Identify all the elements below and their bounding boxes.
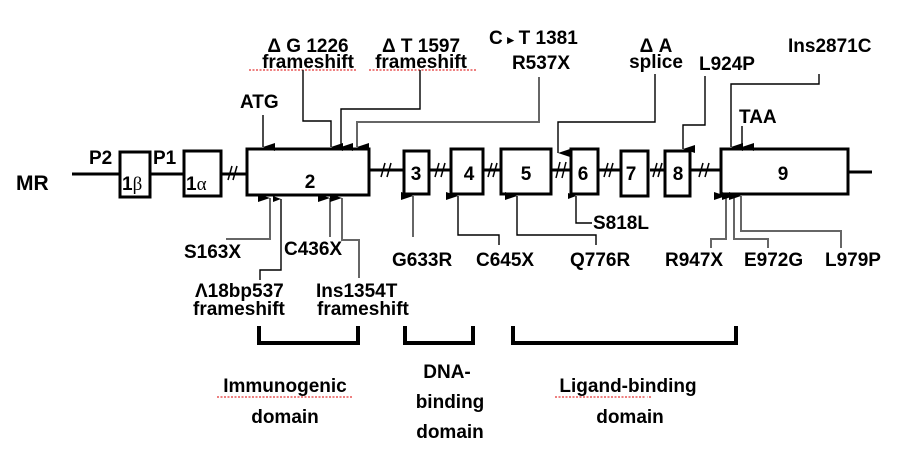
exon-7: 7: [619, 149, 650, 198]
exon-4-label: 4: [464, 164, 475, 185]
immunogenic-domain-label: Immunogenic domain: [217, 376, 353, 428]
mutation-r947x-arrow: [710, 192, 727, 248]
beta-symbol: β: [133, 174, 143, 195]
exon-1a: 1α: [182, 149, 223, 198]
mutation-del18bp-arrow: [259, 196, 282, 280]
mutation-r537x-arrow: [356, 77, 540, 151]
mutation-e972g-arrow: [722, 192, 769, 248]
exon-8: 8: [663, 149, 692, 198]
mutation-l924p-arrow: [682, 76, 706, 153]
mutation-dela-line2: splice: [629, 52, 683, 73]
svg-text:Immunogenic: Immunogenic: [223, 376, 347, 397]
mutation-s818l-arrow: [568, 193, 592, 224]
mutation-q776r-label: Q776R: [570, 250, 630, 271]
mutation-delg1226-arrow: [302, 70, 343, 151]
exon-5-label: 5: [521, 164, 532, 185]
mutation-s818l-label: S818L: [593, 213, 649, 234]
mutation-ins1354t-arrow: [330, 194, 360, 278]
mutation-c645x-arrow: [446, 192, 500, 245]
mutation-ins2871c-label: Ins2871C: [788, 36, 872, 57]
immunogenic-domain-bracket: [257, 326, 360, 345]
exon-9-label: 9: [778, 164, 789, 185]
mutation-l924p-label: L924P: [699, 54, 755, 75]
svg-text:domain: domain: [251, 407, 319, 428]
exon-1a-number: 1: [186, 174, 197, 195]
mutation-delt1597-line1: Δ T 1597: [382, 36, 460, 57]
svg-text:binding: binding: [416, 392, 485, 413]
mutation-delt1597-arrow: [340, 70, 421, 151]
mutation-g633r-label: G633R: [392, 250, 452, 271]
mutation-ins1354t-line2: frameshift: [317, 299, 410, 320]
mutation-delg1226-line2: frameshift: [262, 52, 355, 73]
exon-3: 3: [402, 149, 431, 196]
exon-1b: 1β: [118, 150, 152, 199]
exon-1b-number: 1: [122, 174, 133, 195]
exon-9: 9: [719, 147, 850, 196]
mutation-l979p-arrow: [729, 192, 842, 248]
intron-break-marks: [227, 161, 710, 181]
exon-6: 6: [569, 147, 600, 196]
mutation-s163x-label: S163X: [184, 242, 241, 263]
ligand-binding-domain-bracket: [511, 326, 738, 345]
exon-2: 2: [245, 147, 371, 197]
exon-3-label: 3: [411, 164, 422, 185]
exon-8-label: 8: [673, 164, 684, 185]
mutation-e972g-label: E972G: [744, 250, 803, 271]
mutation-c1381t-line1: C►T 1381: [489, 28, 578, 49]
exon-2-label: 2: [305, 172, 316, 193]
mutation-delg1226-line1: Δ G 1226: [267, 36, 348, 57]
mutation-c436x-label: C436X: [284, 239, 342, 260]
stop-codon-label: TAA: [739, 107, 777, 128]
exon-7-label: 7: [626, 164, 637, 185]
dna-binding-domain-label: DNA- binding domain: [416, 362, 485, 443]
mutation-s163x-arrow: [226, 194, 271, 240]
mutation-ins1354t-line1: Ins1354T: [316, 281, 398, 302]
exon-4: 4: [449, 147, 485, 196]
exon-5: 5: [499, 147, 553, 196]
promoter-p1-label: P1: [153, 148, 177, 169]
intron-lines: [72, 168, 872, 176]
mutation-del18bp-line2: frameshift: [193, 299, 286, 320]
dna-binding-domain-bracket: [403, 326, 475, 345]
arrow-right-icon: ►: [505, 33, 517, 47]
mutation-c645x-label: C645X: [476, 250, 534, 271]
mutation-delt1597-line2: frameshift: [375, 52, 468, 73]
start-codon-label: ATG: [240, 92, 279, 113]
exon-6-label: 6: [578, 164, 589, 185]
ligand-binding-domain-label: Ligand-binding domain: [555, 376, 697, 428]
mutation-l979p-label: L979P: [825, 250, 881, 271]
svg-text:1α: 1α: [186, 174, 207, 195]
gene-name-label: MR: [16, 172, 49, 195]
mutation-dela-arrow: [557, 74, 656, 157]
mutation-ins2871c-arrow: [730, 74, 820, 151]
promoter-p2-label: P2: [89, 148, 112, 169]
svg-text:1β: 1β: [122, 174, 142, 195]
svg-text:DNA-: DNA-: [423, 362, 471, 383]
mutation-r947x-label: R947X: [665, 250, 723, 271]
svg-text:domain: domain: [596, 407, 664, 428]
mutation-r537x-label: R537X: [512, 53, 570, 74]
svg-text:Ligand-binding: Ligand-binding: [559, 376, 696, 397]
alpha-symbol: α: [197, 174, 207, 195]
mutation-q776r-arrow: [505, 192, 597, 245]
svg-text:domain: domain: [416, 422, 484, 443]
mutation-dela-line1: Δ A: [640, 36, 673, 57]
mutation-del18bp-line1: Λ18bp537: [195, 281, 284, 302]
